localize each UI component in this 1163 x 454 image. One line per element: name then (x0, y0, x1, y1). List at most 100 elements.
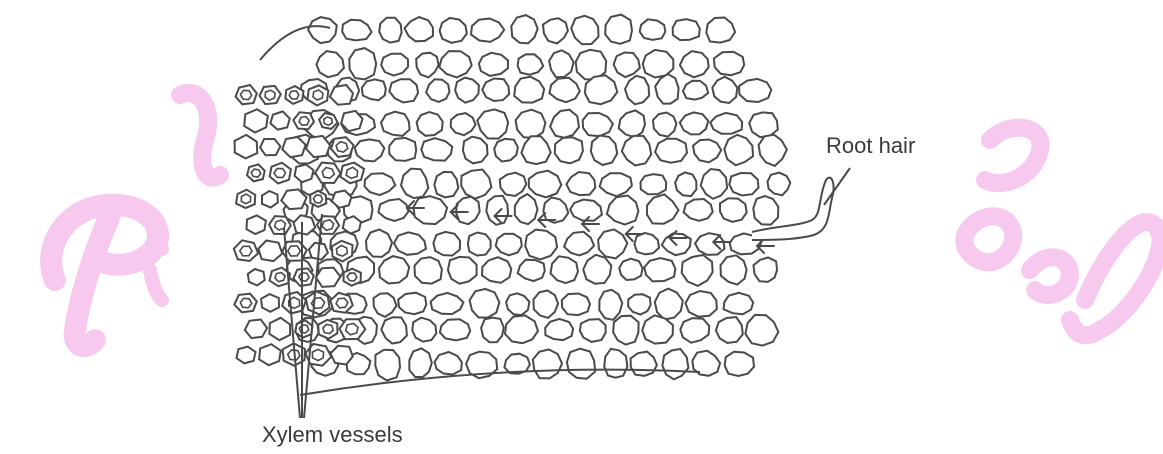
cortex-cell (374, 293, 397, 317)
cortex-cell (463, 137, 488, 164)
xylem-cell (236, 85, 257, 104)
cortex-cell (440, 18, 467, 43)
cortex-cell (655, 139, 687, 163)
cortex-cell (562, 294, 590, 316)
cortex-cell (720, 198, 747, 222)
cortex-cell (521, 136, 550, 164)
cortex-cell (571, 16, 598, 44)
cortex-cell (529, 171, 562, 198)
cortex-cell (583, 255, 611, 284)
cortex-cell (619, 259, 642, 280)
cortex-cell (714, 52, 744, 75)
cortex-cell (631, 352, 657, 376)
xylem-cell (236, 190, 255, 208)
cortex-cell (680, 112, 709, 134)
cortex-cell (477, 109, 508, 138)
cortex-cell (439, 51, 471, 77)
xylem-cell (248, 269, 265, 285)
cortex-cell (494, 139, 518, 162)
xylem-cell (330, 346, 352, 365)
cortex-cell (381, 317, 407, 343)
xylem-cell (285, 86, 303, 104)
cortex-cell (682, 255, 713, 286)
cortex-cell (725, 352, 754, 376)
cortex-cell (712, 77, 737, 103)
cortex-cell (653, 113, 676, 137)
xylem-cell (282, 137, 305, 157)
cortex-cell (394, 232, 426, 255)
cortex-cell (549, 50, 574, 77)
cortex-cell (753, 258, 777, 282)
cortex-cell (583, 113, 613, 136)
cortex-cell (543, 18, 568, 43)
cortex-cell (599, 290, 622, 320)
cortex-cell (753, 196, 778, 225)
cortex-cell (673, 19, 700, 40)
cortex-cell (564, 232, 594, 256)
xylem-cell (234, 240, 258, 261)
cortex-cell (591, 136, 617, 166)
cortex-cell (533, 349, 562, 378)
cortex-cell (456, 197, 480, 225)
cortex-cell (375, 350, 400, 381)
cortex-cell (550, 110, 579, 138)
cortex-cell (398, 293, 426, 315)
xylem-cell (260, 139, 280, 155)
xylem-cell (306, 136, 330, 157)
cortex-cell (435, 352, 462, 375)
xylem-cell (270, 163, 291, 184)
cortex-cell (455, 78, 479, 103)
cortex-cell (516, 110, 546, 138)
cortex-cell (362, 79, 386, 100)
cortex-cell (518, 54, 544, 74)
cortex-cell (379, 18, 401, 43)
cortex-cell (349, 48, 376, 79)
cortex-cell (545, 319, 573, 340)
cortex-cell (308, 17, 337, 43)
cortex-cell (448, 257, 477, 284)
xylem-cell (295, 165, 314, 183)
xylem-cell (259, 344, 281, 365)
xylem-cell (234, 294, 256, 313)
cortex-cell (496, 234, 522, 256)
cortex-cell (378, 199, 408, 221)
xylem-vessel-cells (234, 85, 365, 366)
cortex-cell (628, 294, 650, 314)
cortex-cell (614, 53, 640, 78)
cortex-cell (514, 77, 544, 103)
xylem-cell (270, 111, 289, 129)
cortex-cell (471, 19, 504, 42)
cortex-cell (634, 233, 659, 255)
cortex-cell (511, 15, 537, 43)
xylem-cell (330, 293, 352, 313)
cortex-cell (641, 174, 667, 194)
cortex-cell (417, 112, 443, 136)
cortex-cell (604, 349, 627, 378)
cortex-cell (482, 79, 509, 102)
cortex-cell (381, 112, 410, 136)
cortex-cell (421, 138, 452, 160)
xylem-cell (344, 269, 361, 286)
xylem-cell (316, 268, 341, 287)
cortex-cell (431, 293, 464, 314)
xylem-cell (269, 318, 290, 340)
xylem-cell (318, 320, 337, 339)
cortex-cell (405, 17, 433, 41)
cortex-cell (600, 173, 632, 196)
cortex-cell (739, 79, 771, 102)
cortex-cell (607, 196, 639, 225)
cortex-cell (716, 317, 743, 343)
cortex-cell (570, 200, 602, 221)
cortex-cell (355, 139, 385, 161)
cortex-cell (721, 255, 747, 284)
cortex-cell (701, 169, 727, 199)
cortex-cell (710, 113, 742, 134)
cortex-cell (481, 318, 504, 343)
cortex-cell (768, 173, 791, 196)
cortex-cell (598, 229, 627, 258)
cortex-cell (416, 53, 438, 78)
xylem-cell (310, 191, 326, 207)
cortex-cell (580, 319, 606, 342)
cortex-cell (379, 256, 409, 283)
cortex-cell (434, 172, 458, 198)
